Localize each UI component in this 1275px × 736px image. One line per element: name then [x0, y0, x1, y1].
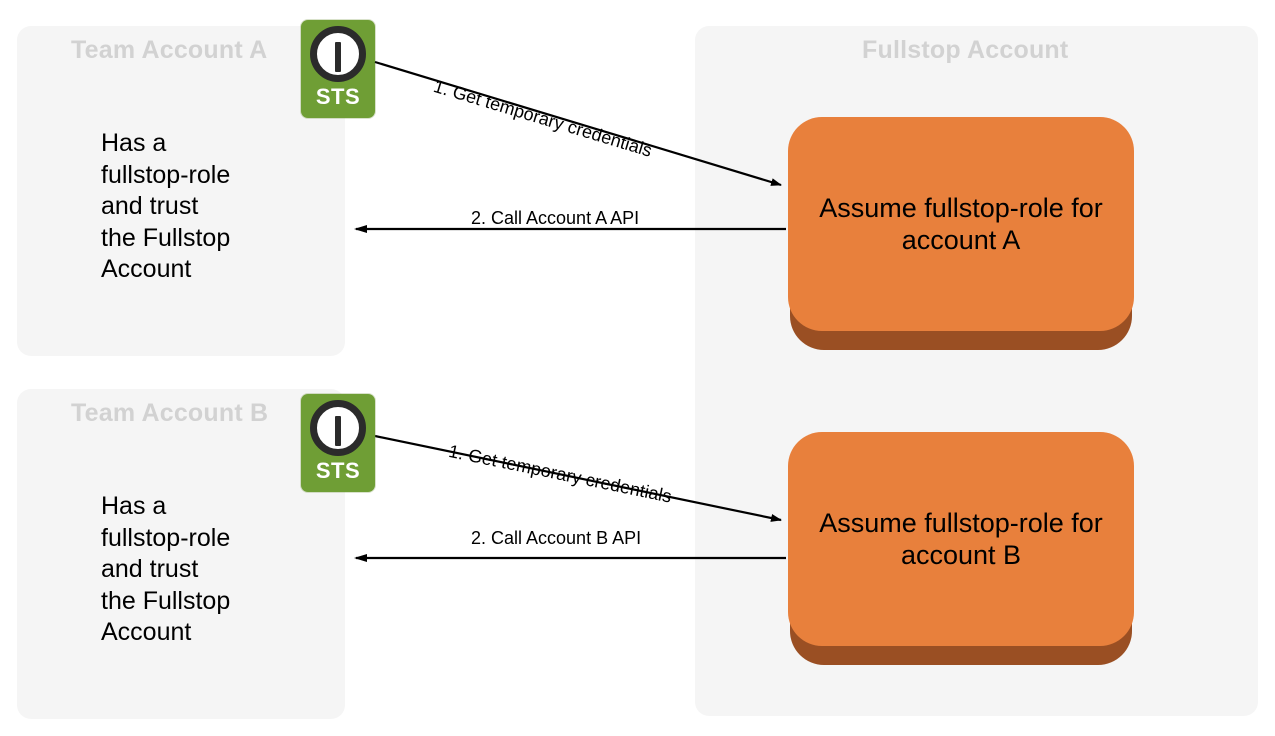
- arrow-label-flow-b-2: 2. Call Account B API: [471, 528, 642, 548]
- assume-role-box-a[interactable]: Assume fullstop-role for account A: [788, 117, 1134, 331]
- panel-team-account-b[interactable]: [17, 389, 345, 719]
- clock-hand-minute: [335, 416, 341, 432]
- panel-title-fullstop-account: Fullstop Account: [862, 36, 1069, 64]
- arrow-label-flow-a-2: 2. Call Account A API: [471, 208, 640, 228]
- panel-body-team-account-b: Has a fullstop-role and trust the Fullst…: [101, 492, 231, 646]
- sts-icon-b[interactable]: STS: [301, 394, 375, 492]
- arrow-label-flow-b-1: 1. Get temporary credentials: [446, 441, 674, 507]
- clock-hand-hour: [335, 429, 341, 446]
- panel-title-team-account-b: Team Account B: [71, 399, 269, 427]
- panel-team-account-a[interactable]: [17, 26, 345, 356]
- panel-title-team-account-a: Team Account A: [71, 36, 268, 64]
- clock-hand-minute: [335, 42, 341, 58]
- arrow-label-flow-a-1: 1. Get temporary credentials: [431, 76, 655, 161]
- sts-icon-label-b: STS: [315, 458, 361, 483]
- assume-role-text-b: Assume fullstop-role for account B: [819, 508, 1103, 570]
- sts-icon-label-a: STS: [315, 84, 361, 109]
- assume-role-box-b[interactable]: Assume fullstop-role for account B: [788, 432, 1134, 646]
- clock-icon: [310, 400, 366, 456]
- clock-hand-hour: [335, 55, 341, 72]
- clock-icon: [310, 26, 366, 82]
- assume-role-text-a: Assume fullstop-role for account A: [819, 193, 1103, 255]
- panel-body-team-account-a: Has a fullstop-role and trust the Fullst…: [101, 129, 231, 283]
- sts-icon-a[interactable]: STS: [301, 20, 375, 118]
